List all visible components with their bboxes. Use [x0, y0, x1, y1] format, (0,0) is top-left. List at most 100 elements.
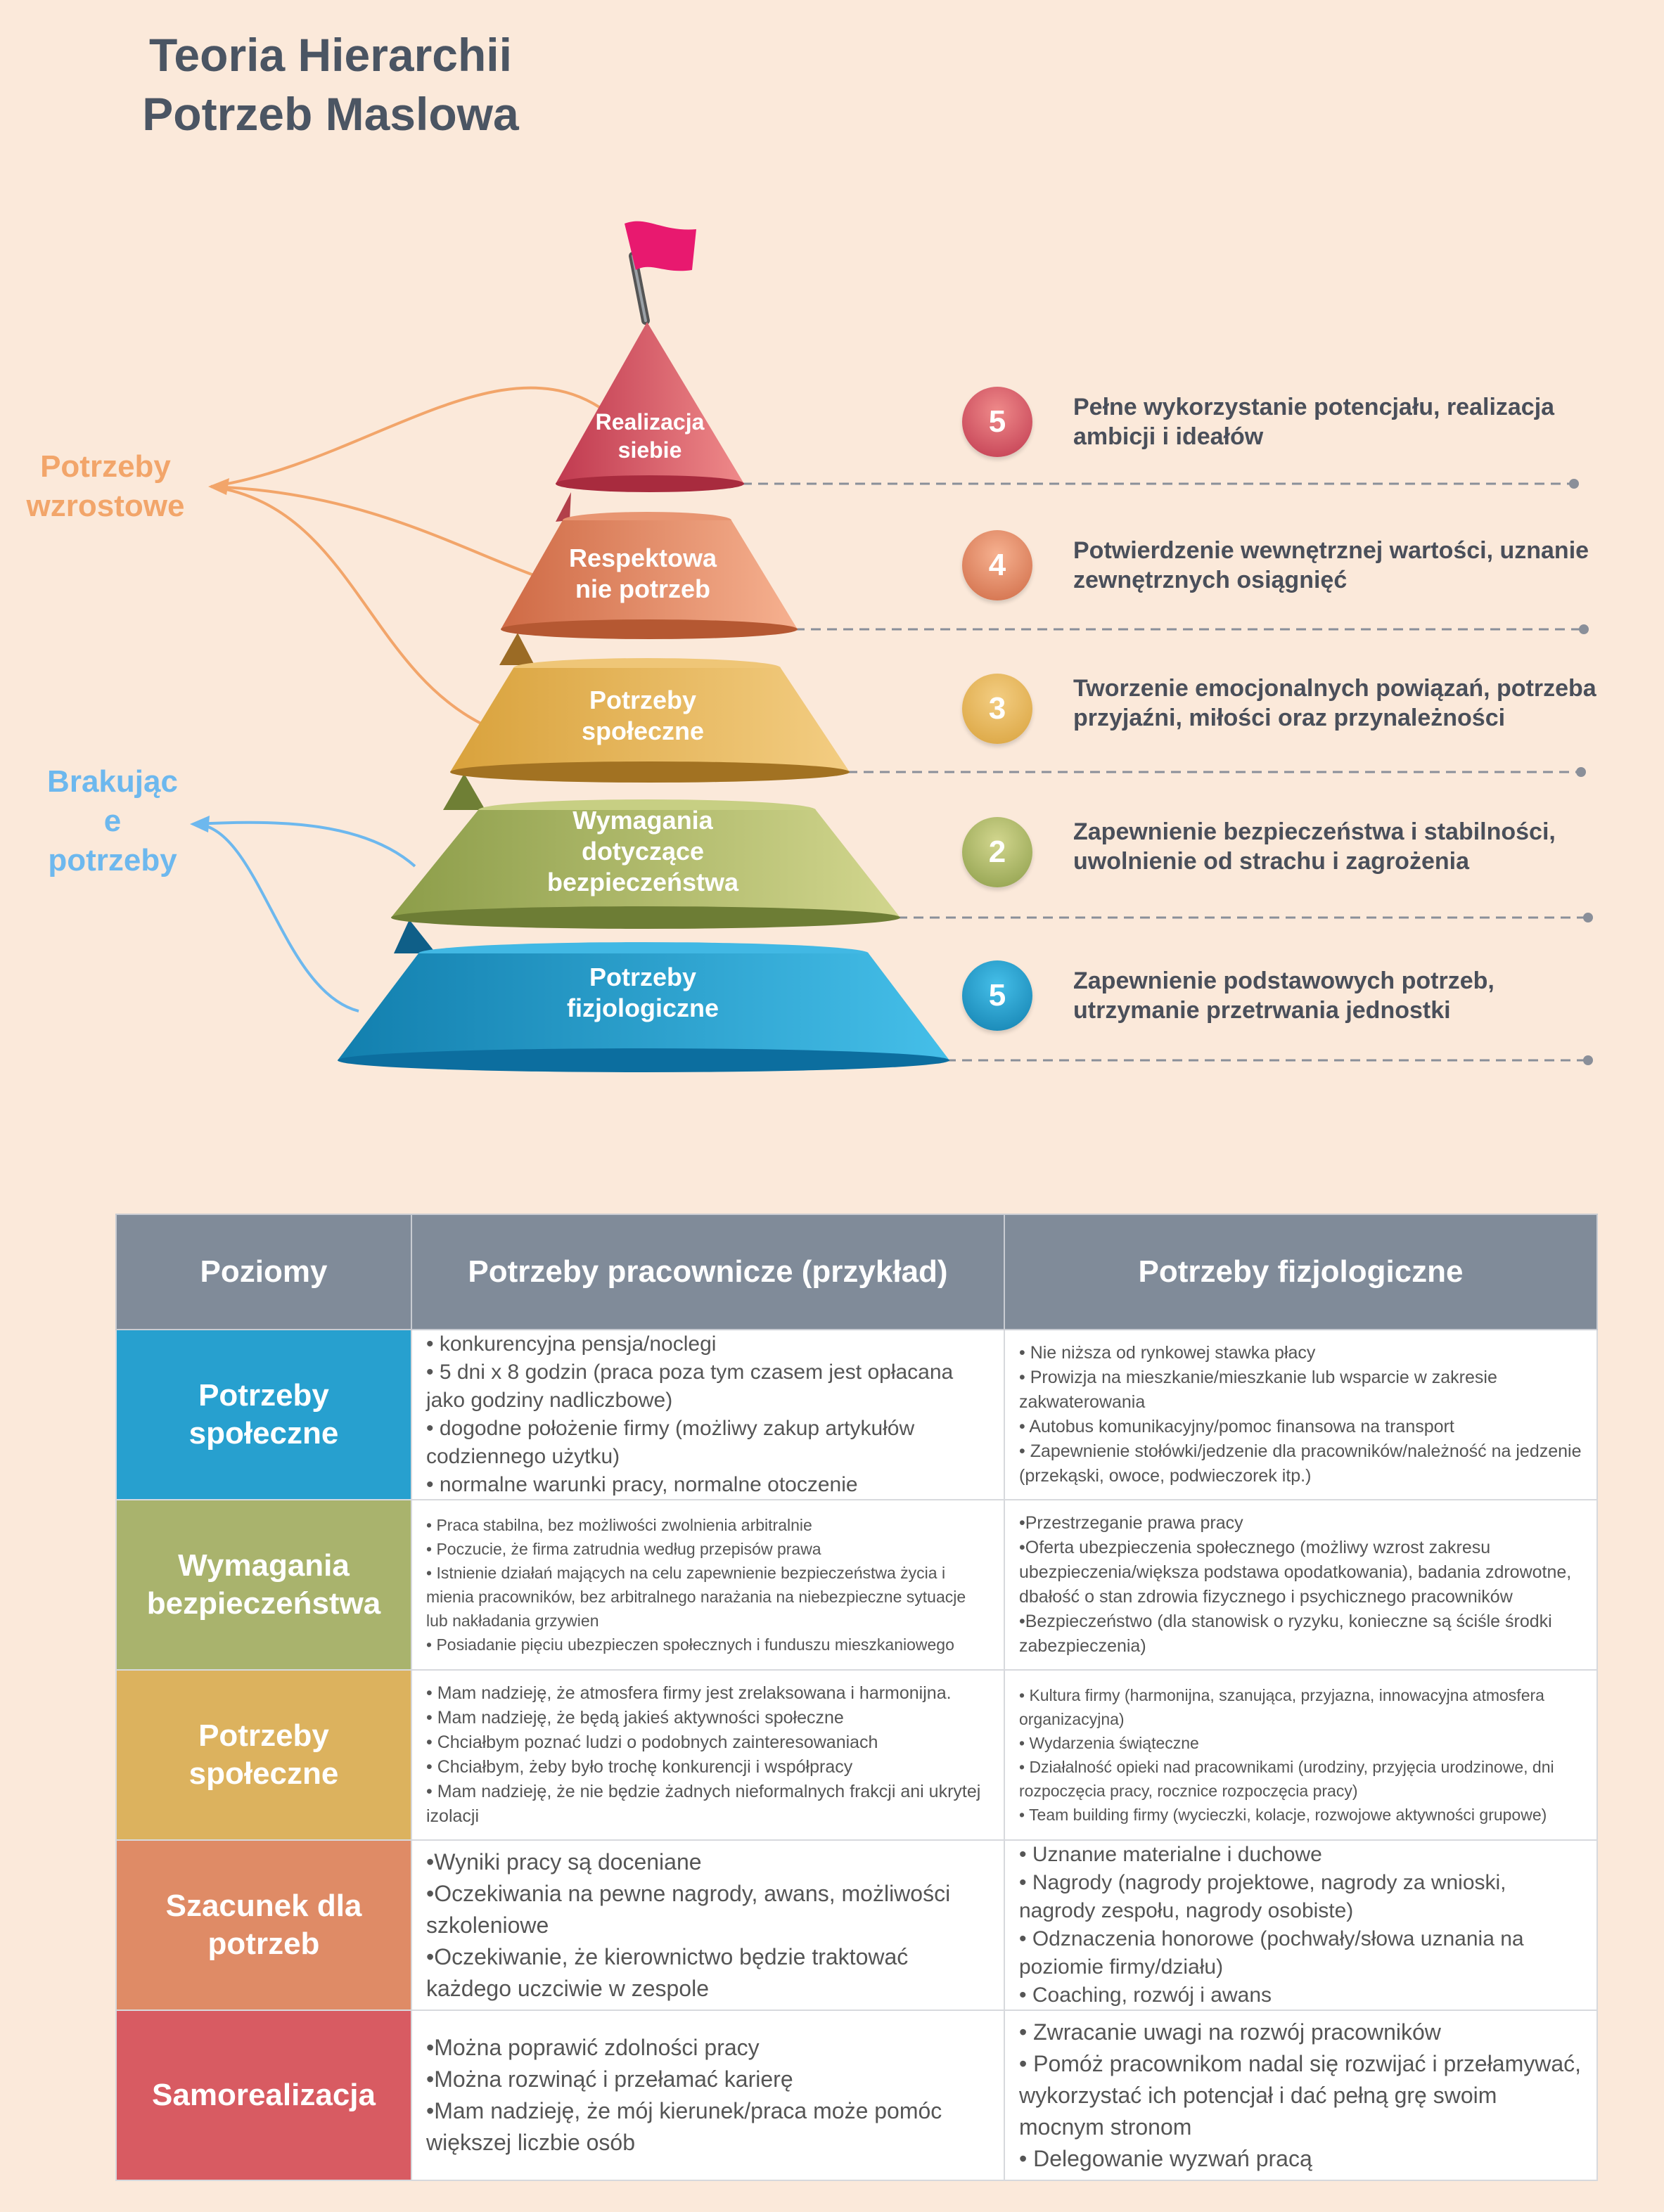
list-item: • Kultura firmy (harmonijna, szanująca, …: [1019, 1686, 1544, 1728]
desc-tier-4: Potwierdzenie wewnętrznej wartości, uzna…: [1073, 537, 1589, 593]
list-item: • normalne warunki pracy, normalne otocz…: [426, 1473, 858, 1496]
growth-connectors: [210, 386, 613, 727]
tier-4-shape: [501, 520, 798, 629]
tier-2-base: [391, 906, 900, 929]
tier-3: [450, 658, 850, 783]
guide-dot-5: [1569, 479, 1579, 489]
employee-needs-cell: • konkurencyjna pensja/noclegi• 5 dni x …: [411, 1329, 1005, 1500]
guide-lines: [742, 482, 1587, 1062]
needs-table: Poziomy Potrzeby pracownicze (przykład) …: [115, 1214, 1598, 2181]
list-item: • Poczucie, że firma zatrudnia według pr…: [426, 1540, 821, 1558]
level-cell: Samorealizacja: [115, 2010, 412, 2181]
list-item: •Można rozwinąć i przełamać karierę: [426, 2066, 793, 2092]
list-item: • Zapewnienie stołówki/jedzenie dla prac…: [1019, 1441, 1582, 1486]
table-row: Potrzeby społeczne• Mam nadzieję, że atm…: [115, 1669, 1598, 1841]
physiological-needs-cell: • Kultura firmy (harmonijna, szanująca, …: [1004, 1669, 1598, 1841]
list-item: • Coaching, rozwój i awans: [1019, 1983, 1272, 2007]
list-item: •Można poprawić zdolności pracy: [426, 2035, 760, 2060]
table-row: Wymagania bezpieczeństwa • Praca stabilna…: [115, 1499, 1598, 1671]
tier-1: [338, 942, 949, 1072]
desc-tier-5: Pełne wykorzystanie potencjału, realizac…: [1073, 394, 1555, 450]
list-item: • Praca stabilna, bez możliwości zwolnie…: [426, 1516, 812, 1534]
list-item: • Posiadanie pięciu ubezpieczen społeczn…: [426, 1635, 954, 1654]
deficit-connector-1: [196, 821, 416, 868]
tier-5: [556, 322, 744, 492]
desc-tier-1: Zapewnienie podstawowych potrzeb, utrzym…: [1073, 967, 1495, 1024]
list-item: •Wyniki pracy są doceniane: [426, 1848, 702, 1875]
flag-cloth: [625, 221, 696, 271]
deficit-needs-label: Brakując e potrzeby: [47, 764, 178, 877]
physiological-needs-cell: • Nie niższa od rynkowej stawka płacy • P…: [1004, 1329, 1598, 1500]
tier-4: [501, 512, 798, 639]
list-item: • Nagrody (nagrody projektowe, nagrody z…: [1019, 1871, 1506, 1922]
badge-tier-1: 5: [962, 960, 1032, 1031]
list-item: • Działalność opieki nad pracownikami (u…: [1019, 1758, 1554, 1800]
list-item: • Mam nadzieję, że będą jakieś aktywnośc…: [426, 1708, 844, 1728]
table-body: Potrzeby społeczne• konkurencyjna pensja…: [115, 1329, 1598, 2181]
level-cell: Szacunek dla potrzeb: [115, 1839, 412, 2011]
employee-needs-cell: •Wyniki pracy są doceniane •Oczekiwania n…: [411, 1839, 1005, 2011]
growth-connector-1: [210, 386, 613, 488]
tier-1-shape: [338, 953, 949, 1060]
tier-3-shape: [450, 668, 850, 772]
guide-dot-2: [1583, 913, 1593, 922]
list-item: • konkurencyjna pensja/noclegi: [426, 1332, 717, 1356]
badge-tier-4: 4: [962, 530, 1032, 600]
flag-icon: [625, 221, 696, 325]
header-physiological-needs: Potrzeby fizjologiczne: [1004, 1214, 1598, 1330]
list-item: •Oczekiwania na pewne nagrody, awans, mo…: [426, 1880, 951, 1938]
pyramid-diagram: [190, 221, 1593, 1072]
list-item: • Prowizja na mieszkanie/mieszkanie lub …: [1019, 1368, 1497, 1412]
desc-tier-2: Zapewnienie bezpieczeństwa i stabilności…: [1073, 818, 1556, 875]
list-item: • Nie niższa od rynkowej stawka płacy: [1019, 1343, 1316, 1363]
list-item: • Pomóż pracownikom nadal się rozwijać i…: [1019, 2050, 1582, 2140]
table-header-row: Poziomy Potrzeby pracownicze (przykład) …: [115, 1214, 1598, 1330]
badge-tier-5: 5: [962, 387, 1032, 457]
list-item: • Odznaczenia honorowe (pochwały/słowa u…: [1019, 1927, 1524, 1979]
tier-3-base: [450, 761, 850, 783]
page-title: Teoria Hierarchii Potrzeb Maslowa: [105, 25, 556, 143]
list-item: •Mam nadzieję, że mój kierunek/praca moż…: [426, 2098, 942, 2155]
desc-tier-3: Tworzenie emocjonalnych powiązań, potrze…: [1073, 675, 1596, 731]
list-item: •Bezpieczeństwo (dla stanowisk o ryzyku,…: [1019, 1612, 1552, 1656]
tier-2-label: Wymagania dotyczące bezpieczeństwa: [546, 806, 739, 896]
tier-2: [391, 799, 900, 929]
tier-1-base: [338, 1048, 949, 1072]
list-item: • Uznanие materialne i duchowe: [1019, 1843, 1322, 1866]
table-row: Szacunek dla potrzeb•Wyniki pracy są doc…: [115, 1839, 1598, 2011]
list-item: • Istnienie działań mających na celu zap…: [426, 1564, 966, 1630]
physiological-needs-cell: • Uznanие materialne i duchowe • Nagrody …: [1004, 1839, 1598, 2011]
tier-5-label: Realizacja siebie: [595, 409, 705, 463]
tier-4-label: Respektowa nie potrzeb: [568, 544, 717, 603]
guide-dots: [1569, 479, 1593, 1065]
list-item: • Chciałbym, żeby było trochę konkurencj…: [426, 1757, 853, 1777]
physiological-needs-cell: •Przestrzeganie prawa pracy•Oferta ubezp…: [1004, 1499, 1598, 1671]
employee-needs-cell: •Można poprawić zdolności pracy •Można ro…: [411, 2010, 1005, 2181]
list-item: • Mam nadzieję, że nie będzie żadnych ni…: [426, 1782, 981, 1826]
growth-arrow-icon: [208, 478, 229, 495]
list-item: • Delegowanie wyzwań pracą: [1019, 2145, 1312, 2171]
employee-needs-cell: • Praca stabilna, bez możliwości zwolnie…: [411, 1499, 1005, 1671]
list-item: • Wydarzenia świąteczne: [1019, 1734, 1199, 1752]
deficit-connector-2: [196, 823, 359, 1012]
level-cell: Potrzeby społeczne: [115, 1329, 412, 1500]
title-line-1: Teoria Hierarchii: [149, 29, 512, 81]
growth-connector-2: [210, 485, 542, 579]
list-item: • Autobus komunikacyjny/pomoc finansowa …: [1019, 1417, 1454, 1436]
level-cell: Wymagania bezpieczeństwa: [115, 1499, 412, 1671]
list-item: •Oferta ubezpieczenia społecznego (możli…: [1019, 1538, 1572, 1607]
pyramid-tiers: [338, 322, 949, 1072]
tier-5-shape: [556, 322, 744, 484]
title-line-2: Potrzeb Maslowa: [142, 88, 519, 140]
growth-needs-label: Potrzeby wzrostowe: [26, 449, 185, 523]
tier-backs: [394, 492, 571, 953]
badge-tier-3: 3: [962, 674, 1032, 744]
employee-needs-cell: • Mam nadzieję, że atmosfera firmy jest …: [411, 1669, 1005, 1841]
level-cell: Potrzeby społeczne: [115, 1669, 412, 1841]
growth-connector-3: [210, 485, 486, 727]
table-row: Potrzeby społeczne• konkurencyjna pensja…: [115, 1329, 1598, 1500]
tier-3-label: Potrzeby społeczne: [581, 686, 705, 745]
tier-5-base: [556, 475, 744, 492]
physiological-needs-cell: • Zwracanie uwagi na rozwój pracowników•…: [1004, 2010, 1598, 2181]
header-levels: Poziomy: [115, 1214, 412, 1330]
